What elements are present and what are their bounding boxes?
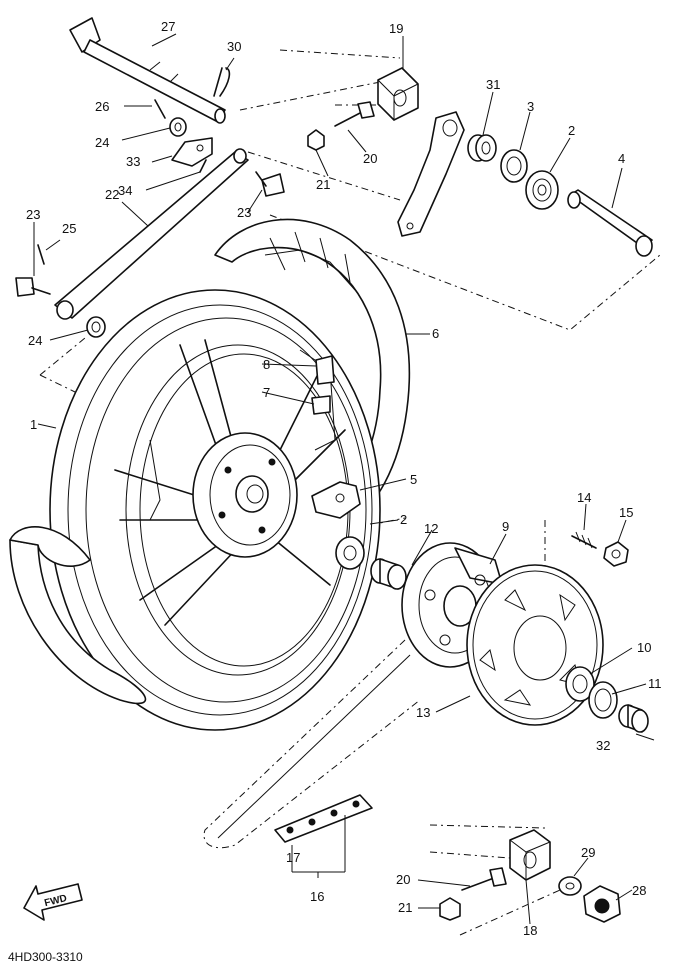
callout-4: 4 <box>618 151 626 166</box>
callout-23-left: 23 <box>26 207 41 222</box>
callout-31: 31 <box>486 77 501 92</box>
callout-25: 25 <box>62 221 77 236</box>
callout-32: 32 <box>596 738 611 753</box>
collar-31 <box>467 134 497 162</box>
catalog-code: 4HD300-3310 <box>8 950 83 964</box>
callout-11: 11 <box>648 676 662 691</box>
callout-30: 30 <box>227 39 242 54</box>
adjuster-block-19 <box>377 67 419 121</box>
callout-24-lower: 24 <box>28 333 43 348</box>
callout-27: 27 <box>161 19 176 34</box>
part-5 <box>311 481 361 519</box>
callout-21-lower: 21 <box>398 900 413 915</box>
drive-chain-16 <box>203 639 421 849</box>
oil-seal-3 <box>500 149 528 183</box>
spacer-4 <box>567 189 653 257</box>
bearing-10 <box>565 666 595 702</box>
forward-arrow-icon: FWD <box>23 883 83 921</box>
callout-15: 15 <box>619 505 634 520</box>
bearing-2-right <box>525 170 559 210</box>
pin-25 <box>37 244 45 265</box>
callout-22: 22 <box>105 187 120 202</box>
cotter-pin-30 <box>213 67 231 97</box>
callout-24-upper: 24 <box>95 135 110 150</box>
callout-21-upper: 21 <box>316 177 331 192</box>
callout-leaders <box>33 33 655 925</box>
callout-2-upper: 2 <box>568 123 576 138</box>
callout-10: 10 <box>637 640 652 655</box>
washer-29 <box>558 876 582 896</box>
bearing-2-center <box>335 536 365 570</box>
oil-seal-11 <box>588 681 618 719</box>
callout-12: 12 <box>424 521 439 536</box>
callout-14: 14 <box>577 490 592 505</box>
pin-34 <box>199 159 207 173</box>
callout-17: 17 <box>286 850 301 865</box>
axle-nut-28 <box>583 885 621 923</box>
adjuster-bolt-20-upper <box>334 101 375 127</box>
callout-5: 5 <box>410 472 418 487</box>
callout-6: 6 <box>432 326 440 341</box>
collar-24-upper <box>169 117 187 137</box>
callout-18: 18 <box>523 923 538 938</box>
tension-bar-22 <box>54 148 249 320</box>
stud-bolt-14 <box>571 531 597 549</box>
callout-7: 7 <box>263 385 271 400</box>
bolt-23-upper <box>255 171 285 197</box>
cotter-pin-26 <box>154 99 166 119</box>
callout-26: 26 <box>95 99 110 114</box>
callout-20-upper: 20 <box>363 151 378 166</box>
caliper-bracket <box>397 111 465 237</box>
callout-29: 29 <box>581 845 596 860</box>
callout-13: 13 <box>416 705 431 720</box>
nut-21-upper <box>307 129 325 151</box>
callout-20-lower: 20 <box>396 872 411 887</box>
bracket-lines-16-17 <box>291 815 346 878</box>
collar-32 <box>618 704 649 733</box>
nut-15 <box>603 541 629 567</box>
callout-3: 3 <box>527 99 535 114</box>
fwd-arrow-label: FWD <box>43 893 68 909</box>
brake-plate-33 <box>171 137 213 167</box>
callout-28: 28 <box>632 883 647 898</box>
callout-23-upper: 23 <box>237 205 252 220</box>
rear-axle-27 <box>69 17 226 124</box>
adjuster-block-18 <box>509 829 551 881</box>
callout-8: 8 <box>263 357 271 372</box>
collar-12 <box>370 558 407 590</box>
callout-16: 16 <box>310 889 325 904</box>
nut-21-lower <box>439 897 461 921</box>
adjuster-bolt-20-lower <box>461 867 507 891</box>
callout-9: 9 <box>502 519 510 534</box>
callout-33: 33 <box>126 154 141 169</box>
bolt-23-left <box>15 277 51 297</box>
callout-2-center: 2 <box>400 512 408 527</box>
chain-joint-17 <box>274 794 373 843</box>
callout-1: 1 <box>30 417 38 432</box>
callout-19: 19 <box>389 21 404 36</box>
callout-34: 34 <box>118 183 133 198</box>
collar-24-lower <box>86 316 106 338</box>
